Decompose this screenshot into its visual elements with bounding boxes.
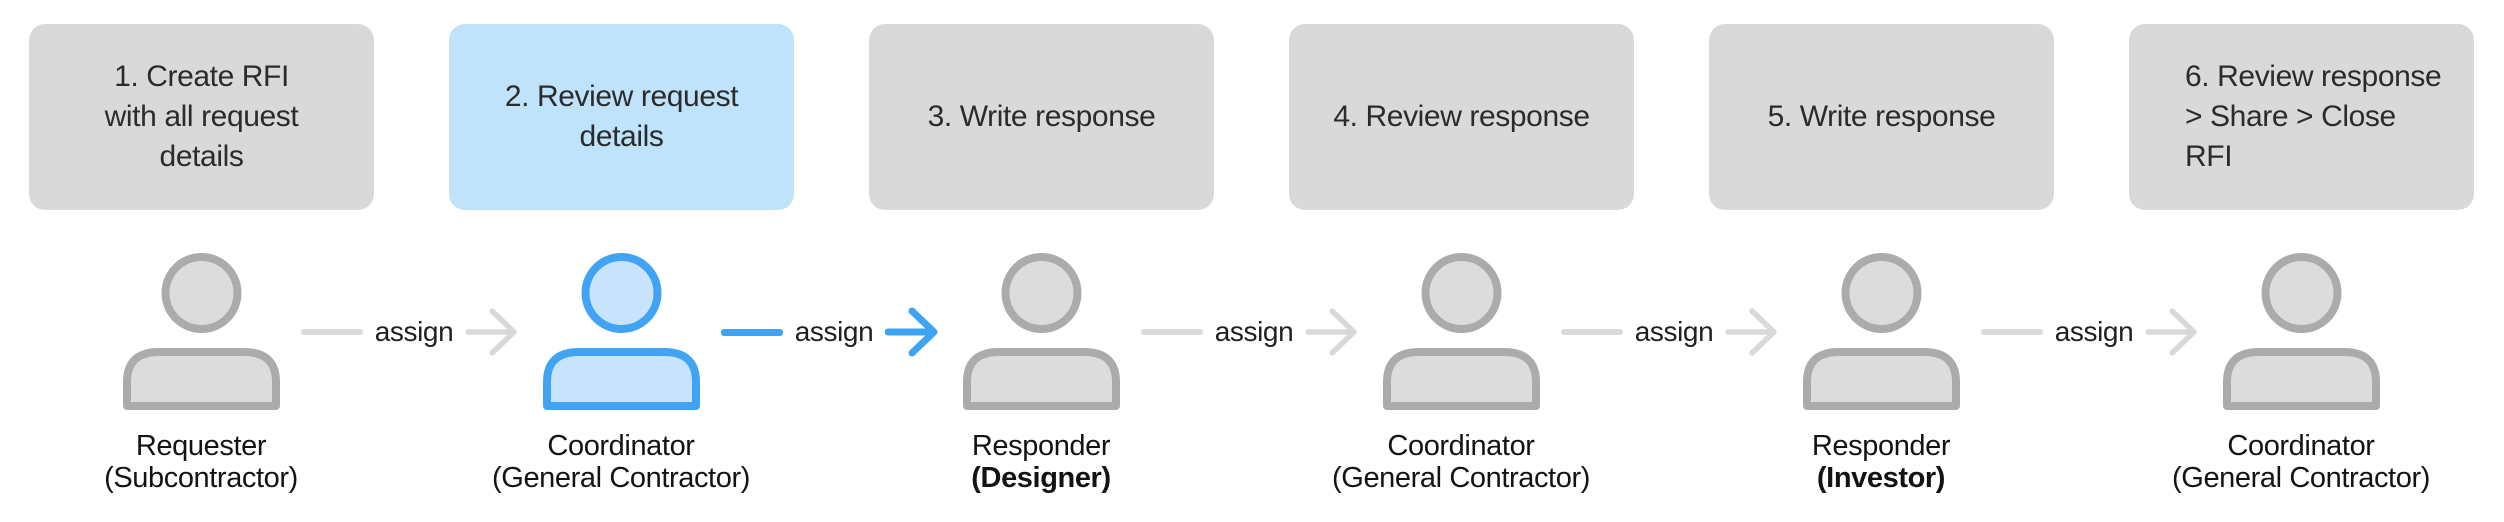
- connector-dash-icon: [1140, 329, 1203, 335]
- person-icon: [1803, 253, 1960, 410]
- assign-label: assign: [1214, 316, 1294, 347]
- role-name: Coordinator: [1387, 430, 1535, 462]
- step-label-3: 3. Write response: [927, 100, 1156, 133]
- assign-connector-2: assign: [717, 305, 947, 359]
- step-label-6: 6. Review response > Share > Close RFI: [2185, 60, 2442, 173]
- role-label-responder-investor: Responder (Investor): [1671, 430, 2091, 494]
- role-label-requester: Requester (Subcontractor): [0, 430, 411, 494]
- person-responder-investor: [1803, 253, 1960, 410]
- person-coordinator-2: [1383, 253, 1540, 410]
- role-label-coordinator-1: Coordinator (General Contractor): [411, 430, 831, 494]
- connector-dash-icon: [1980, 329, 2043, 335]
- step-label-2: 2. Review request details: [504, 80, 739, 153]
- assign-connector-1: assign: [297, 305, 527, 359]
- step-box-6: 6. Review response > Share > Close RFI: [2129, 24, 2474, 210]
- role-org: (General Contractor): [1332, 462, 1590, 494]
- assign-connector-5: assign: [1977, 305, 2207, 359]
- role-name: Responder: [1811, 430, 1951, 462]
- person-coordinator-3: [2223, 253, 2380, 410]
- step-label-4: 4. Review response: [1333, 100, 1590, 133]
- person-coordinator-1: [543, 253, 700, 410]
- connector-dash-icon: [1560, 329, 1623, 335]
- role-org: (Designer): [971, 462, 1111, 494]
- arrow-right-icon: [885, 307, 938, 357]
- person-icon: [1383, 253, 1540, 410]
- assign-connector-4: assign: [1557, 305, 1787, 359]
- connector-dash-icon: [720, 328, 783, 336]
- step-label-5: 5. Write response: [1767, 100, 1996, 133]
- role-name: Requester: [135, 430, 267, 462]
- connector-dash-icon: [300, 329, 363, 335]
- role-label-responder-designer: Responder (Designer): [831, 430, 1251, 494]
- step-box-4: 4. Review response: [1289, 24, 1634, 210]
- person-icon: [2223, 253, 2380, 410]
- role-org: (Subcontractor): [104, 462, 298, 494]
- person-requester: [123, 253, 280, 410]
- step-box-3: 3. Write response: [869, 24, 1214, 210]
- assign-label: assign: [1634, 316, 1714, 347]
- role-name: Coordinator: [2227, 430, 2375, 462]
- step-label-1: 1. Create RFI with all request details: [104, 60, 299, 173]
- person-icon: [123, 253, 280, 410]
- role-org: (Investor): [1816, 462, 1946, 494]
- role-name: Coordinator: [547, 430, 695, 462]
- step-box-2: 2. Review request details: [449, 24, 794, 210]
- arrow-right-icon: [1725, 308, 1778, 356]
- assign-label: assign: [794, 316, 874, 347]
- role-label-coordinator-3: Coordinator (General Contractor): [2091, 430, 2504, 494]
- role-label-coordinator-2: Coordinator (General Contractor): [1251, 430, 1671, 494]
- person-responder-designer: [963, 253, 1120, 410]
- assign-connector-3: assign: [1137, 305, 1367, 359]
- step-box-5: 5. Write response: [1709, 24, 2054, 210]
- role-org: (General Contractor): [2172, 462, 2430, 494]
- arrow-right-icon: [1305, 308, 1358, 356]
- assign-label: assign: [2054, 316, 2134, 347]
- role-name: Responder: [971, 430, 1111, 462]
- step-box-1: 1. Create RFI with all request details: [29, 24, 374, 210]
- person-icon: [963, 253, 1120, 410]
- role-org: (General Contractor): [492, 462, 750, 494]
- person-icon: [543, 253, 700, 410]
- arrow-right-icon: [2145, 308, 2198, 356]
- assign-label: assign: [374, 316, 454, 347]
- arrow-right-icon: [465, 308, 518, 356]
